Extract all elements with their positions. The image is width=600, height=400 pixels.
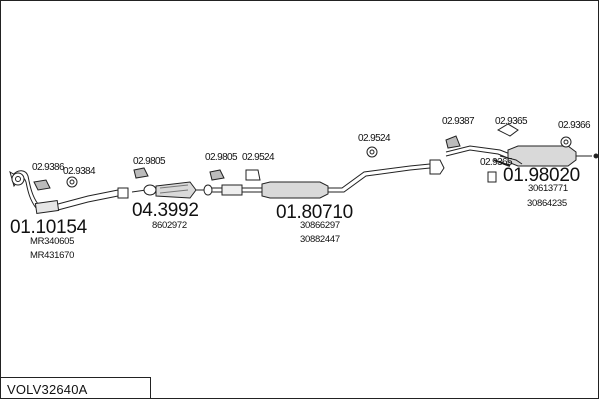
accessory-ref: 02.9365 [495, 116, 528, 127]
accessory-ref: 02.9384 [63, 166, 96, 177]
diagram-title: VOLV32640A [7, 382, 88, 397]
part-number-catalyst: 04.3992 [132, 200, 199, 221]
title-box: VOLV32640A [1, 377, 151, 399]
accessory-ref: 02.9366 [558, 120, 591, 131]
front-pipe-drawing [9, 170, 129, 215]
part-number-middle-silencer: 01.80710 [276, 202, 353, 223]
accessory-ref: 02.9365 [480, 157, 513, 168]
catalytic-converter-drawing [131, 181, 213, 199]
part-number-front-pipe: 01.10154 [10, 217, 87, 238]
accessory-ref: 02.9524 [242, 152, 275, 163]
oem-number: 8602972 [152, 220, 187, 231]
rear-silencer-drawing [445, 145, 599, 167]
part-number-rear-silencer: 01.98020 [503, 165, 580, 186]
accessory-ref: 02.9524 [358, 133, 391, 144]
accessory-ref: 02.9805 [205, 152, 238, 163]
oem-number: MR431670 [30, 250, 75, 261]
oem-number: 30864235 [527, 198, 567, 209]
accessory-ref: 02.9387 [442, 116, 475, 127]
oem-number: MR340605 [30, 236, 75, 247]
oem-number: 30866297 [300, 220, 340, 231]
accessory-ref: 02.9805 [133, 156, 166, 167]
oem-number: 30882447 [300, 234, 340, 245]
fittings [11, 123, 572, 191]
accessory-ref: 02.9386 [32, 162, 65, 173]
oem-number: 30613771 [528, 183, 568, 194]
middle-silencer-drawing [212, 159, 445, 199]
